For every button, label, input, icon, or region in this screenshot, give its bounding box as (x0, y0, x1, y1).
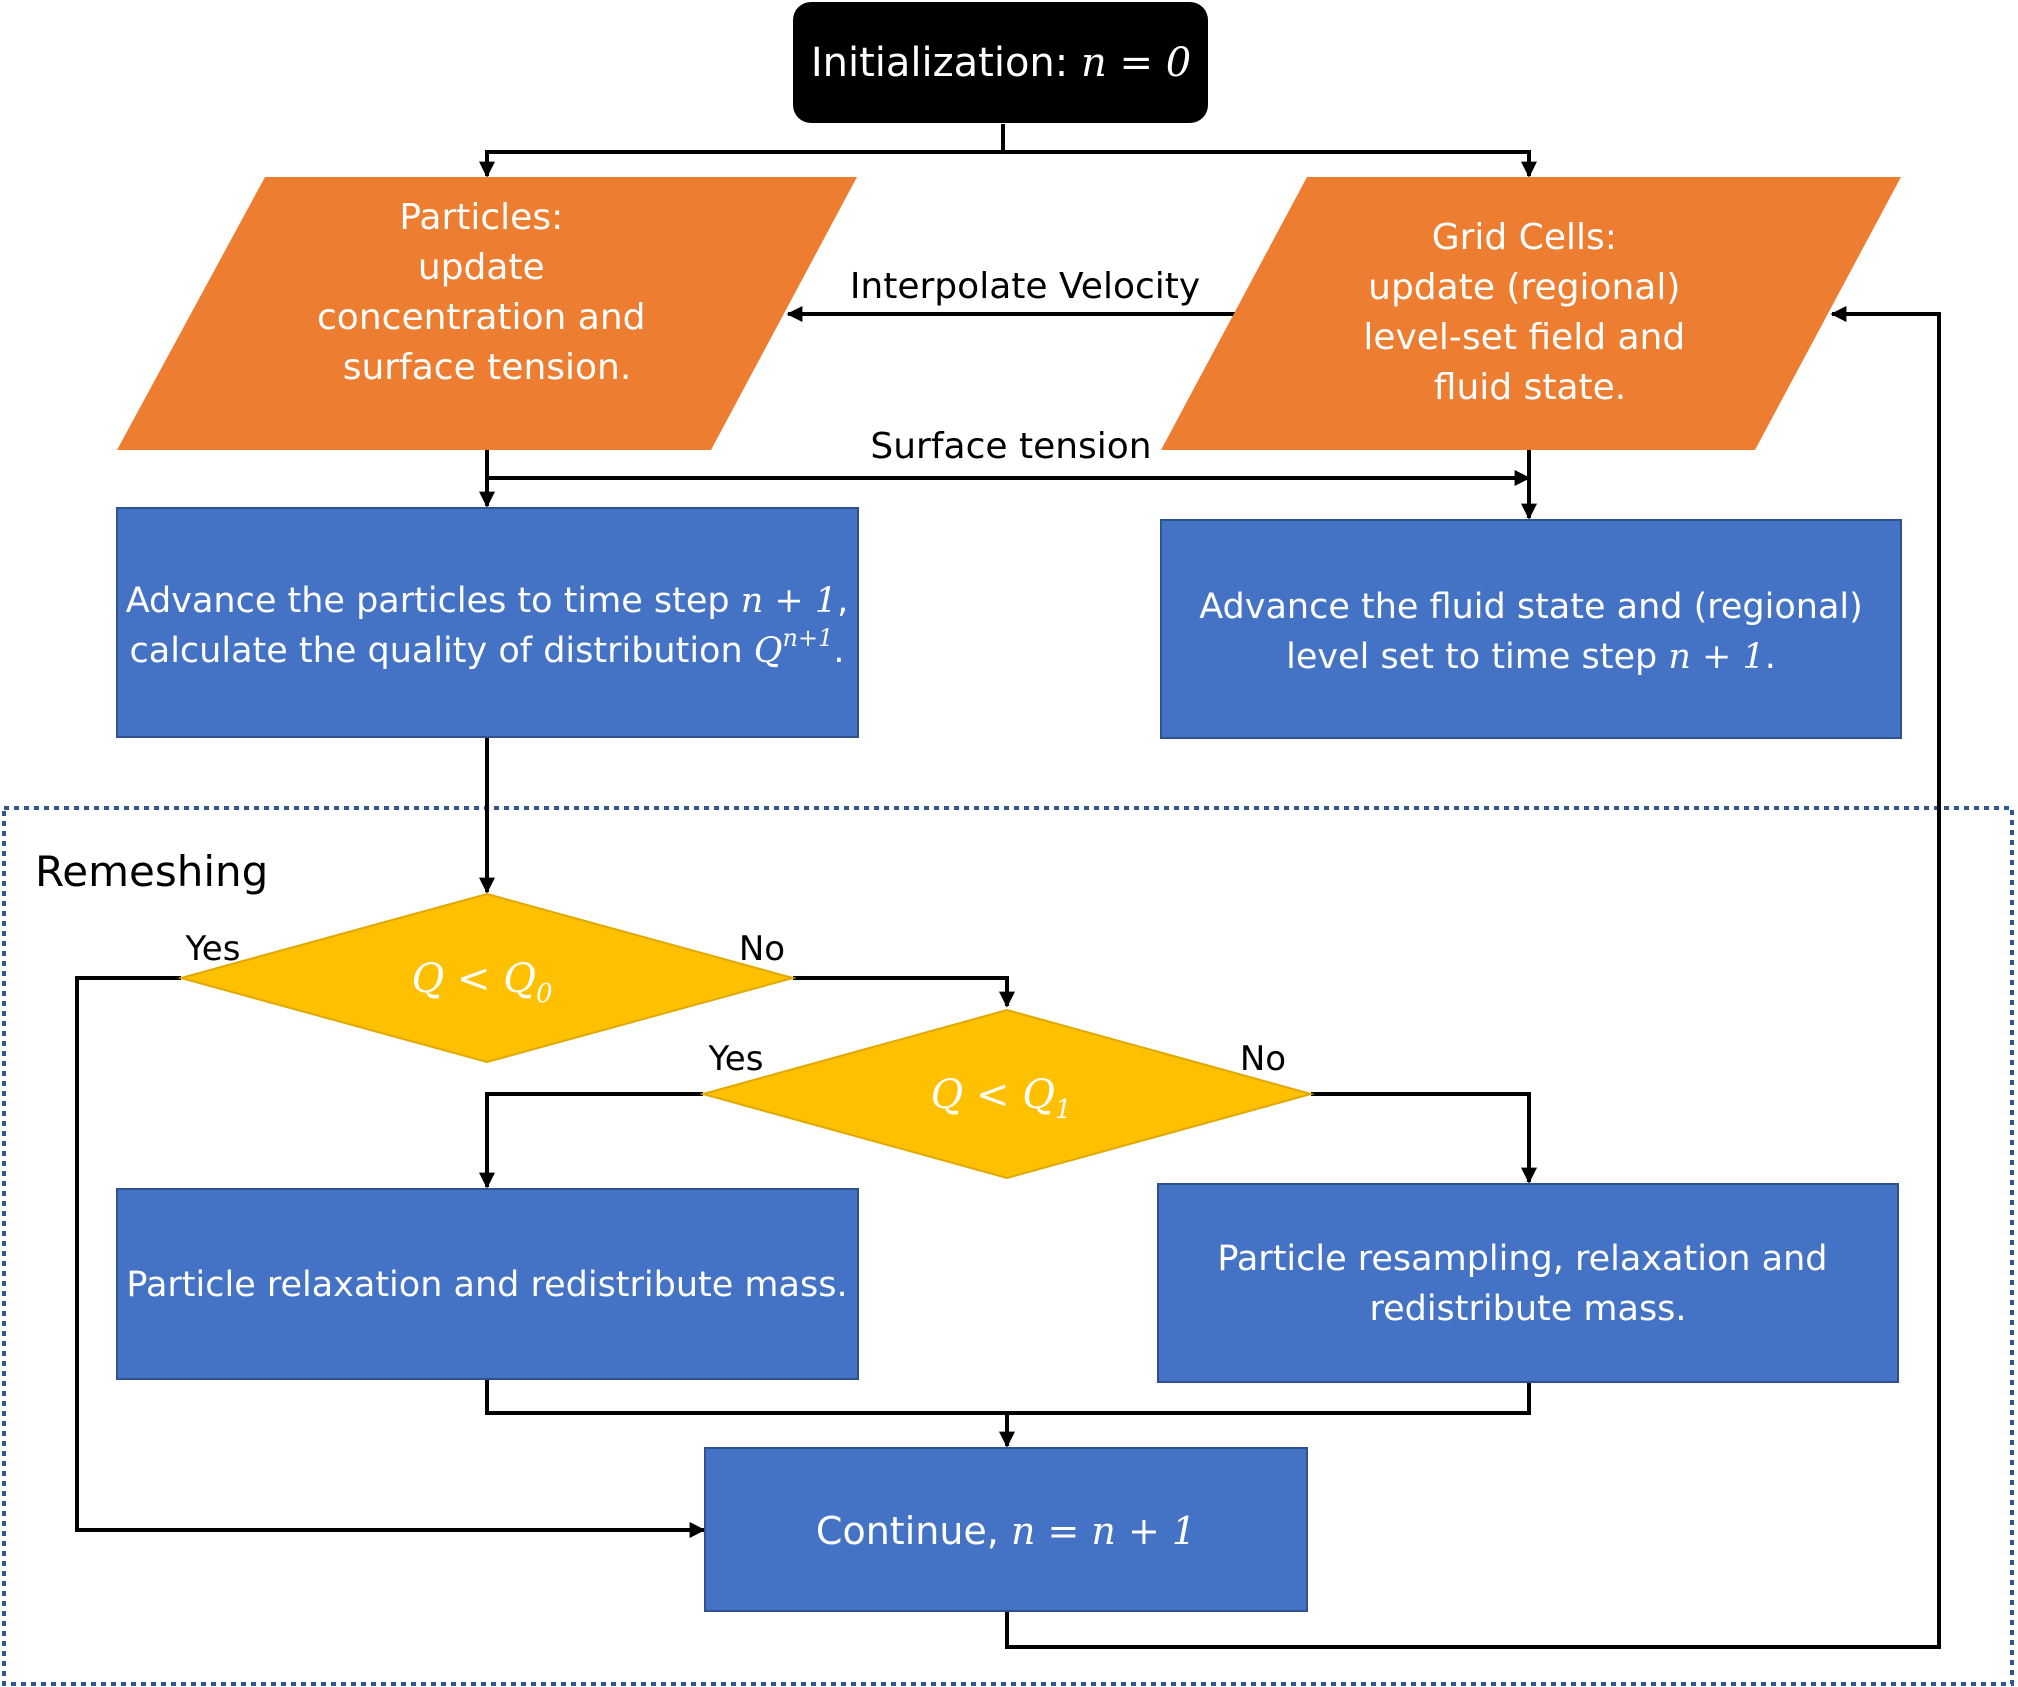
advance-fluid-node: Advance the fluid state and (regional) l… (1160, 519, 1902, 739)
edge-decision0-no (793, 976, 1015, 1008)
init-node-text: Initialization: n = 0 (811, 40, 1191, 86)
decision1-yes-label: Yes (708, 1039, 764, 1079)
advance-particles-node: Advance the particles to time step n + 1… (116, 507, 859, 738)
edge-decision0-yes (75, 976, 706, 1538)
decision0-yes-label: Yes (185, 929, 241, 969)
surface-tension-label: Surface tension (870, 426, 1151, 467)
resampling-text: Particle resampling, relaxation and redi… (1217, 1239, 1838, 1329)
edge-relaxation-merge (485, 1380, 1531, 1415)
grid-node: Grid Cells: update (regional) level-set … (1161, 177, 1901, 450)
edge-continue-loop (1005, 306, 1941, 1649)
relaxation-text: Particle relaxation and redistribute mas… (126, 1265, 847, 1305)
init-node: Initialization: n = 0 (793, 2, 1208, 123)
remeshing-region (2, 806, 2014, 1686)
decision0-text: Q < Q0 (411, 956, 552, 1009)
relaxation-node: Particle relaxation and redistribute mas… (116, 1188, 859, 1380)
remeshing-label: Remeshing (35, 847, 268, 896)
continue-text: Continue, n = n + 1 (816, 1509, 1196, 1553)
edge-init-to-particles (479, 124, 1005, 178)
advance-particles-line1: Advance the particles to time step n + 1… (126, 581, 849, 621)
advance-fluid-line2: level set to time step n + 1. (1286, 637, 1776, 677)
resampling-node: Particle resampling, relaxation and redi… (1157, 1183, 1899, 1383)
interpolate-velocity-label: Interpolate Velocity (850, 266, 1200, 307)
continue-node: Continue, n = n + 1 (704, 1447, 1308, 1612)
decision1-no-label: No (1240, 1039, 1286, 1079)
advance-fluid-line1: Advance the fluid state and (regional) (1199, 587, 1863, 627)
decision0-node: Q < Q0 (177, 892, 797, 1064)
particles-text: Particles: update concentration and surf… (317, 197, 657, 388)
decision0-no-label: No (739, 929, 785, 969)
edge-init-to-grid (1003, 150, 1537, 178)
edge-decision1-no (1311, 1092, 1537, 1184)
edge-decision1-yes (479, 1092, 703, 1189)
grid-text: Grid Cells: update (regional) level-set … (1363, 217, 1696, 408)
particles-node: Particles: update concentration and surf… (117, 177, 857, 450)
decision1-text: Q < Q1 (930, 1072, 1071, 1125)
decision1-node: Q < Q1 (699, 1008, 1315, 1180)
advance-particles-line2: calculate the quality of distribution Qn… (130, 624, 845, 671)
